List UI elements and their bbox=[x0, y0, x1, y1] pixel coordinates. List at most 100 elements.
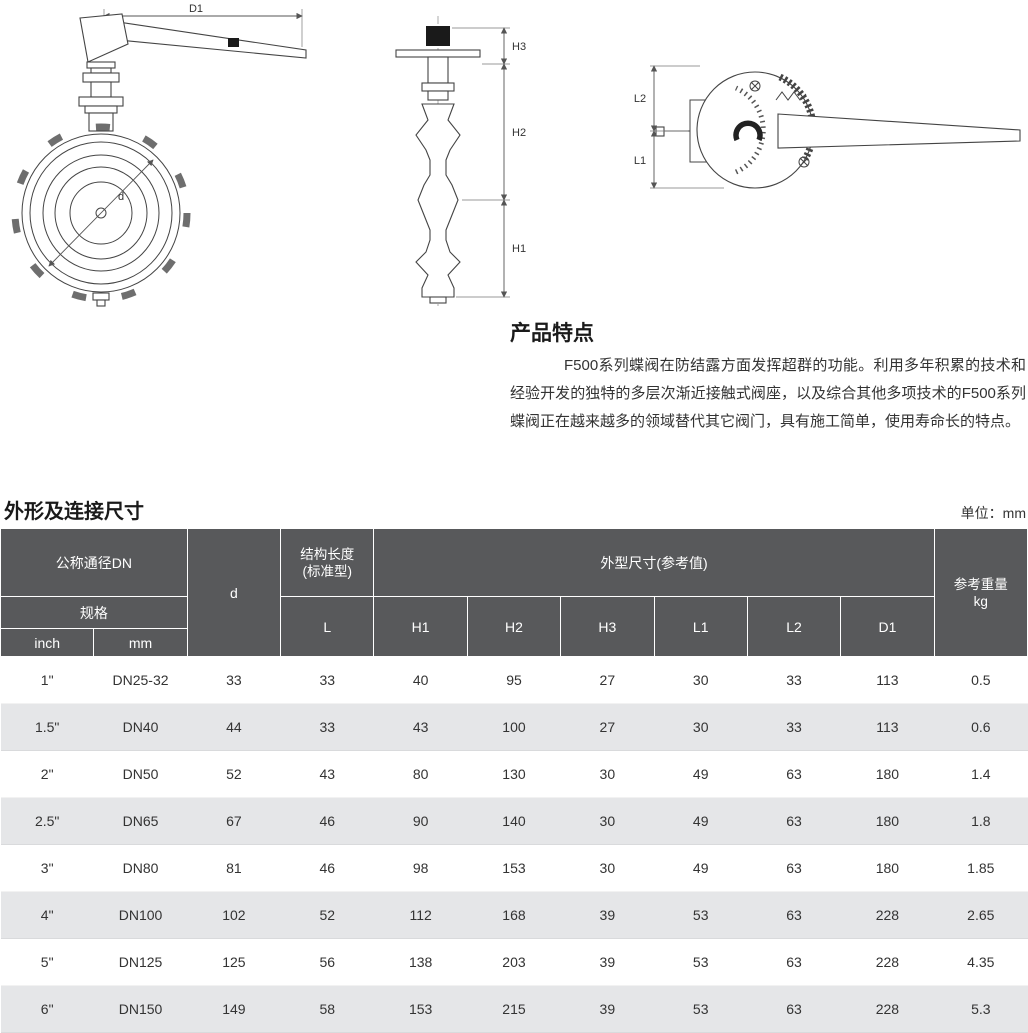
table-cell: 2" bbox=[0, 750, 94, 798]
table-cell: 33 bbox=[187, 656, 281, 704]
table-cell: 40 bbox=[373, 656, 468, 704]
table-cell: 39 bbox=[560, 938, 655, 986]
table-cell: 33 bbox=[280, 656, 374, 704]
table-cell: 130 bbox=[467, 750, 561, 798]
table-cell: 5.3 bbox=[934, 985, 1028, 1033]
table-cell: 81 bbox=[187, 844, 281, 892]
table-cell: 95 bbox=[467, 656, 561, 704]
table-cell: 180 bbox=[840, 750, 935, 798]
table-cell: 80 bbox=[373, 750, 468, 798]
table-cell: 1.4 bbox=[934, 750, 1028, 798]
table-cell: 228 bbox=[840, 985, 935, 1033]
table-cell: 33 bbox=[280, 703, 374, 751]
table-header: 公称通径DN d 结构长度 (标准型) 外型尺寸(参考值) 参考重量 kg 规格… bbox=[0, 528, 1028, 657]
table-cell: 180 bbox=[840, 844, 935, 892]
table-cell: 4.35 bbox=[934, 938, 1028, 986]
table-cell: 113 bbox=[840, 656, 935, 704]
table-cell: 113 bbox=[840, 703, 935, 751]
header-spec: 规格 bbox=[0, 596, 188, 629]
table-cell: 153 bbox=[467, 844, 561, 892]
table-cell: 49 bbox=[654, 844, 748, 892]
table-cell: 168 bbox=[467, 891, 561, 939]
table-cell: DN100 bbox=[93, 891, 188, 939]
table-cell: 125 bbox=[187, 938, 281, 986]
dim-label-D1: D1 bbox=[189, 3, 203, 15]
table-cell: 203 bbox=[467, 938, 561, 986]
header-structure-length: 结构长度 (标准型) bbox=[280, 528, 375, 597]
handle-top-view-drawing: L2 L1 bbox=[628, 42, 1028, 242]
header-inch: inch bbox=[0, 628, 95, 657]
header-L1: L1 bbox=[653, 596, 748, 657]
table-cell: 63 bbox=[747, 938, 841, 986]
table-cell: 63 bbox=[747, 797, 841, 845]
table-cell: 30 bbox=[654, 703, 748, 751]
table-cell: 43 bbox=[280, 750, 374, 798]
table-cell: 63 bbox=[747, 985, 841, 1033]
table-cell: 49 bbox=[654, 750, 748, 798]
header-weight-line1: 参考重量 bbox=[953, 576, 1008, 592]
table-cell: 43 bbox=[373, 703, 468, 751]
table-cell: 0.5 bbox=[934, 656, 1028, 704]
table-cell: DN25-32 bbox=[93, 656, 188, 704]
table-cell: 39 bbox=[560, 891, 655, 939]
dimensions-section-title: 外形及连接尺寸 bbox=[4, 501, 144, 523]
dim-label-H2: H2 bbox=[512, 127, 526, 139]
dim-label-H3: H3 bbox=[512, 41, 526, 53]
dimensions-table: 公称通径DN d 结构长度 (标准型) 外型尺寸(参考值) 参考重量 kg 规格… bbox=[0, 528, 1028, 1033]
table-cell: 215 bbox=[467, 985, 561, 1033]
table-cell: 46 bbox=[280, 797, 374, 845]
side-view-drawing: H3 H2 H1 bbox=[372, 0, 550, 312]
table-cell: 90 bbox=[373, 797, 468, 845]
table-cell: 30 bbox=[560, 797, 655, 845]
header-nominal-dn: 公称通径DN bbox=[0, 528, 188, 597]
table-cell: 3" bbox=[0, 844, 94, 892]
table-cell: 6" bbox=[0, 985, 94, 1033]
table-cell: 0.6 bbox=[934, 703, 1028, 751]
table-cell: 53 bbox=[654, 891, 748, 939]
table-cell: 149 bbox=[187, 985, 281, 1033]
table-cell: 63 bbox=[747, 750, 841, 798]
table-cell: 100 bbox=[467, 703, 561, 751]
header-weight: 参考重量 kg bbox=[933, 528, 1028, 657]
table-cell: DN40 bbox=[93, 703, 188, 751]
table-cell: 46 bbox=[280, 844, 374, 892]
table-cell: 53 bbox=[654, 985, 748, 1033]
table-cell: 180 bbox=[840, 797, 935, 845]
table-cell: DN80 bbox=[93, 844, 188, 892]
header-H3: H3 bbox=[560, 596, 655, 657]
table-cell: 102 bbox=[187, 891, 281, 939]
unit-label: 单位：mm bbox=[960, 505, 1026, 521]
table-cell: 63 bbox=[747, 844, 841, 892]
table-cell: 138 bbox=[373, 938, 468, 986]
header-mm: mm bbox=[93, 628, 188, 657]
table-cell: 63 bbox=[747, 891, 841, 939]
table-cell: 33 bbox=[747, 703, 841, 751]
table-cell: 53 bbox=[654, 938, 748, 986]
table-cell: 67 bbox=[187, 797, 281, 845]
table-cell: 112 bbox=[373, 891, 468, 939]
table-cell: 4" bbox=[0, 891, 94, 939]
table-cell: 153 bbox=[373, 985, 468, 1033]
table-cell: 52 bbox=[187, 750, 281, 798]
header-outline-dims: 外型尺寸(参考值) bbox=[373, 528, 935, 597]
dim-label-L1: L1 bbox=[634, 155, 646, 167]
table-cell: 30 bbox=[560, 844, 655, 892]
table-cell: 1.8 bbox=[934, 797, 1028, 845]
features-body: F500系列蝶阀在防结露方面发挥超群的功能。利用多年积累的技术和经验开发的独特的… bbox=[510, 357, 1026, 430]
table-cell: 1.85 bbox=[934, 844, 1028, 892]
features-title: 产品特点 bbox=[510, 322, 594, 345]
table-cell: 49 bbox=[654, 797, 748, 845]
table-cell: 44 bbox=[187, 703, 281, 751]
table-cell: 30 bbox=[560, 750, 655, 798]
table-cell: 5" bbox=[0, 938, 94, 986]
table-cell: 27 bbox=[560, 703, 655, 751]
table-cell: 52 bbox=[280, 891, 374, 939]
table-cell: 30 bbox=[654, 656, 748, 704]
